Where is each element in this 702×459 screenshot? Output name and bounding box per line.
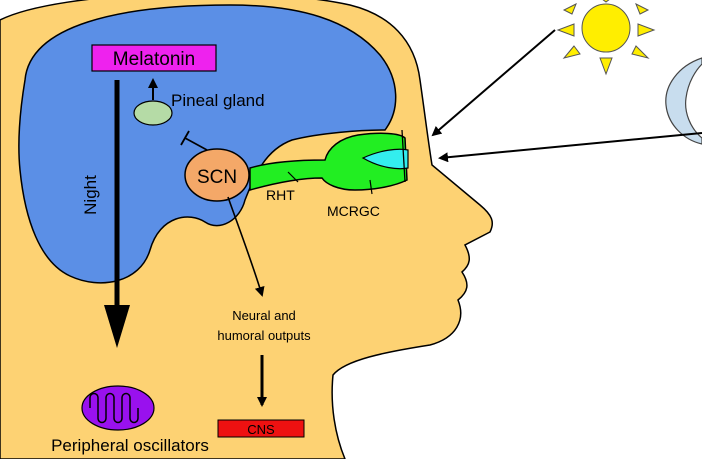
eye-lens: [361, 148, 409, 170]
scn-nucleus: [184, 148, 250, 202]
pineal-gland: [133, 100, 173, 126]
mcrgc-tick: [369, 179, 373, 195]
peripheral-label: Peripheral oscillators: [51, 436, 209, 455]
pineal-label: Pineal gland: [171, 91, 265, 110]
sun-arrow: [431, 29, 556, 137]
scn-label: SCN: [197, 167, 237, 188]
eye-lid-line: [401, 129, 406, 183]
inhibition-bar: [180, 130, 190, 146]
cns-box: [217, 419, 305, 438]
night-label: Night: [81, 175, 100, 215]
rht-tick: [287, 171, 299, 183]
melatonin-label: Melatonin: [113, 49, 195, 70]
rht-label: RHT: [266, 187, 295, 203]
peripheral-oscillator: [81, 385, 155, 431]
moon-arrow: [438, 132, 702, 163]
mcrgc-label: MCRGC: [327, 203, 380, 219]
rht-tract: [249, 132, 408, 191]
melatonin-box: [91, 44, 217, 72]
cns-label: CNS: [247, 422, 275, 437]
oscillator-wave-icon: [89, 392, 139, 424]
outputs-label-line2: humoral outputs: [217, 328, 311, 343]
scn-to-outputs-arrow: [227, 196, 265, 297]
moon-icon: [665, 57, 702, 145]
outputs-label-line1: Neural and: [232, 308, 296, 323]
night-arrow-head: [104, 305, 130, 348]
inhibition-line: [184, 137, 208, 151]
sun-icon: [556, 0, 656, 76]
